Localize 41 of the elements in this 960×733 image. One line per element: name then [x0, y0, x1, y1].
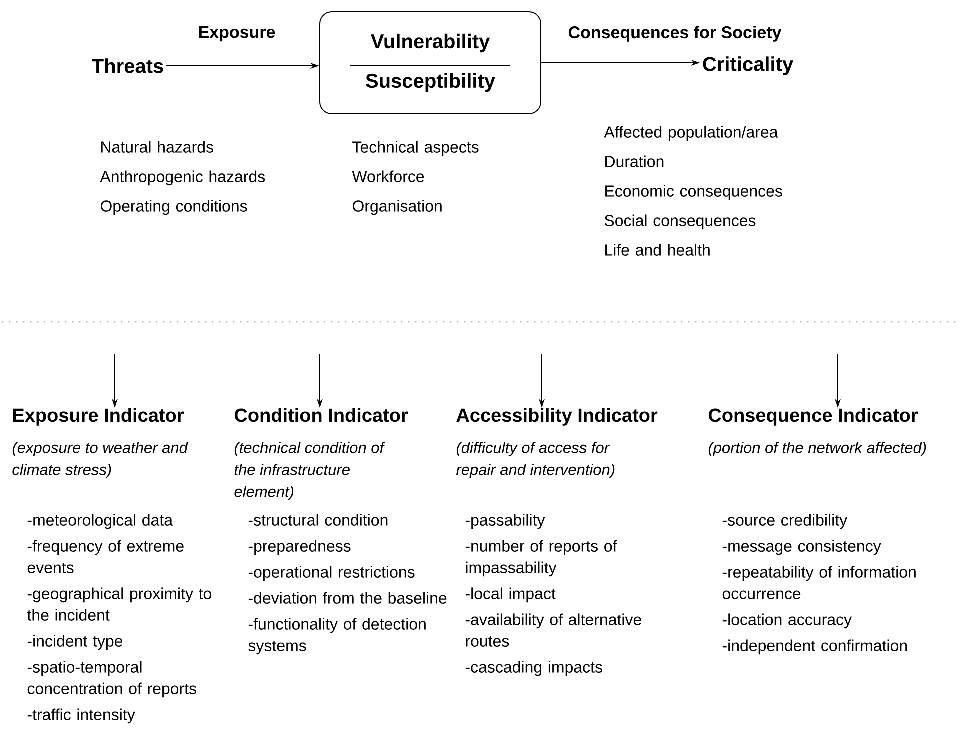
list-item: -source credibility [722, 514, 848, 530]
list-item: Life and health [606, 244, 710, 256]
node-label: Threats [92, 58, 164, 74]
list-item: Economic consequences [606, 185, 782, 200]
indicator-heading: Accessibility Indicator (difficulty of access for repair and intervention) [456, 408, 658, 478]
list-item: Technical aspects [352, 141, 479, 156]
list-item: Affected population/area [604, 126, 778, 142]
list-item: -structural condition [248, 514, 388, 526]
list-item: -location accuracy [722, 614, 852, 629]
indicator-heading: Consequence Indicator (portion of the network affected) [708, 408, 926, 456]
list-item: -preparedness [248, 540, 351, 556]
list-item: Natural hazards [102, 141, 214, 153]
rounded-box: Vulnerability Susceptibility [320, 12, 542, 114]
list-item: -passability [466, 514, 546, 530]
list-item: -availability of alternative routes [466, 614, 642, 647]
list-item: -deviation from the baseline [248, 592, 447, 604]
indicator-heading: Condition Indicator (technical condition of the infrastructure element) [234, 408, 408, 500]
list-item: Anthropogenic hazards [100, 170, 266, 186]
list-item: -independent confirmation [722, 640, 908, 655]
list-item: -local impact [466, 588, 556, 603]
list-item: -operational restrictions [248, 566, 415, 582]
list-item: Duration [606, 156, 664, 168]
indicator-heading: Exposure Indicator (exposure to weather and climate stress) [12, 408, 188, 478]
edge-label: Consequences for Society [568, 26, 782, 42]
list-item: Operating conditions [100, 200, 248, 216]
list-item: -geographical proximity to the incident [27, 588, 212, 621]
list-item: -message consistency [722, 540, 882, 556]
list-item: Workforce [352, 170, 424, 182]
list-item: -cascading impacts [466, 661, 602, 676]
edge-label: Exposure [199, 26, 276, 42]
list-item: -frequency of extreme events [28, 540, 184, 574]
node-label: Criticality [703, 56, 794, 76]
list-item: -traffic intensity [28, 708, 136, 724]
list-item: Social consequences [604, 214, 756, 230]
list-item: Organisation [352, 200, 442, 216]
list-item: -meteorological data [28, 514, 174, 530]
list-item: -incident type [28, 635, 123, 650]
list-item: -functionality of detection systems [248, 618, 426, 655]
list-item: -repeatability of information occurrence [722, 566, 916, 600]
list-item: -spatio-temporal concentration of reports [28, 661, 196, 698]
list-item: -number of reports of impassability [466, 540, 618, 577]
